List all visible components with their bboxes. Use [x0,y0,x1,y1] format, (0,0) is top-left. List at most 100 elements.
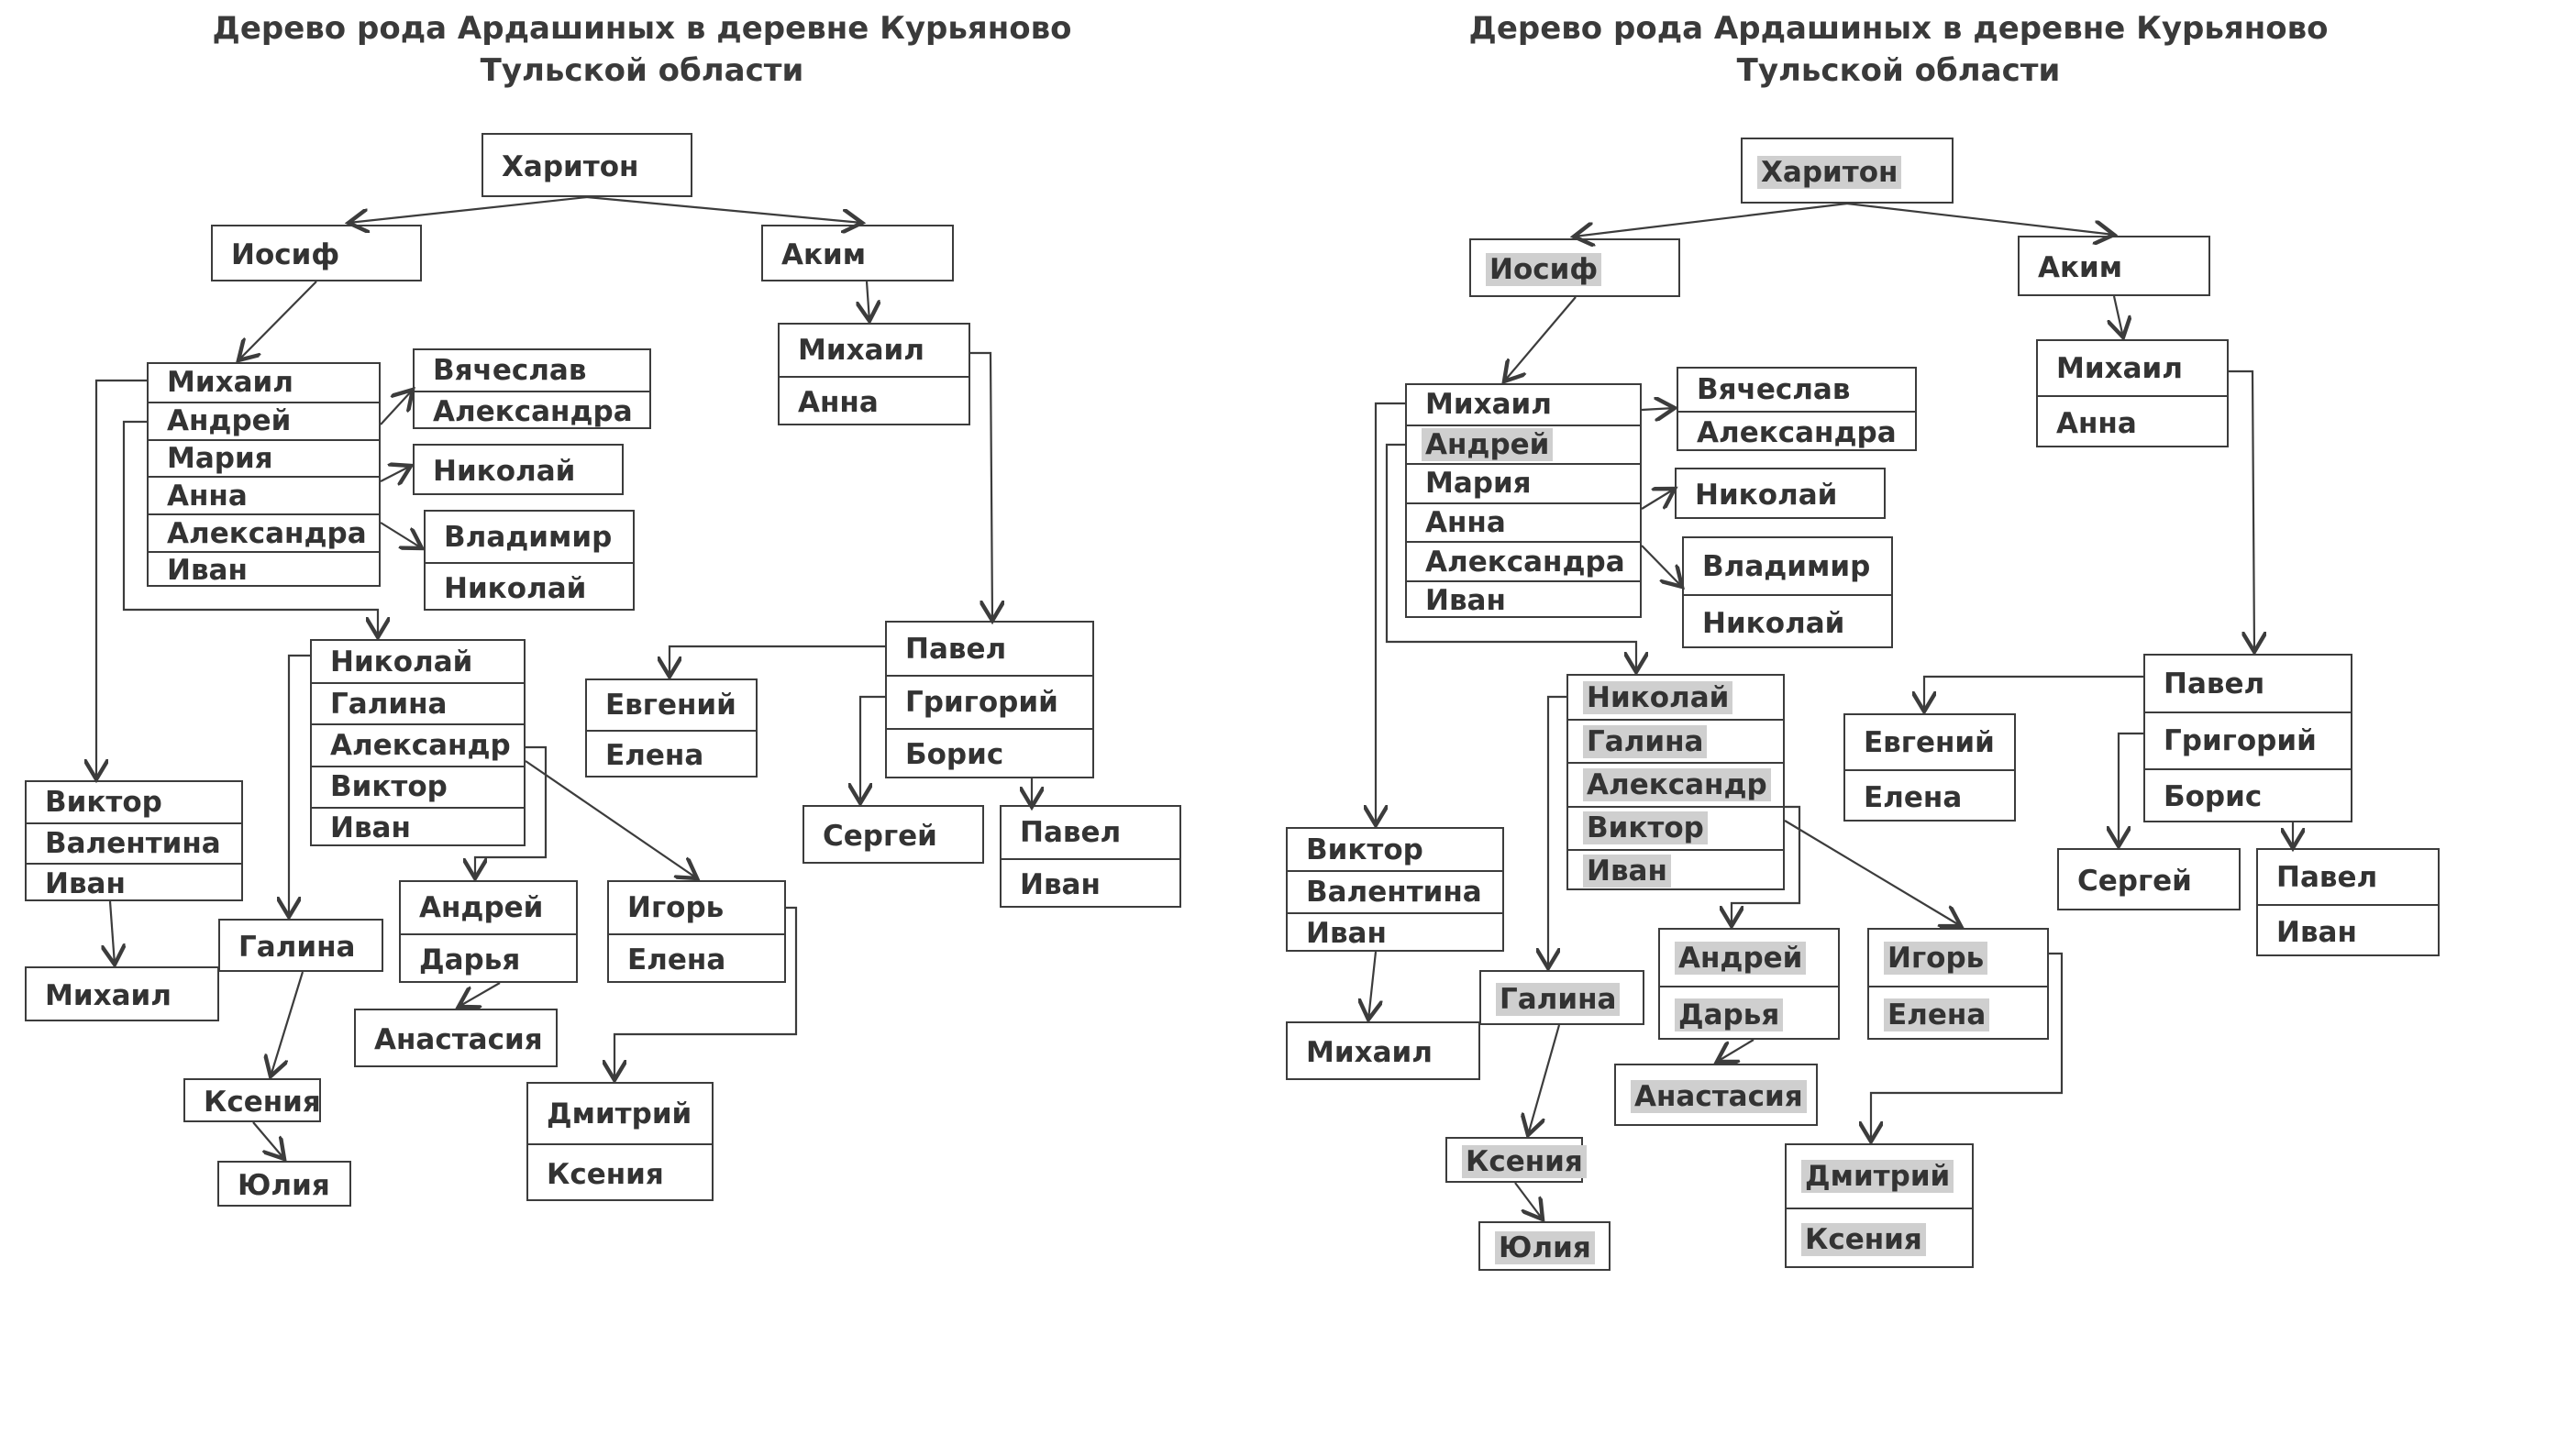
person-row: Павел [2258,850,2438,904]
person-name: Виктор [45,786,162,819]
person-row: Вячеслав [415,350,649,391]
connector-arrow [1717,1039,1754,1062]
person-row: Владимир [1684,538,1891,594]
person-name: Елена [627,943,726,976]
person-name: Ксения [547,1157,664,1191]
person-row: Иван [312,806,524,848]
person-name: Андрей [1675,941,1807,975]
person-row: Анна [2038,395,2227,449]
person-name: Григорий [2164,723,2317,757]
connector-arrow [614,906,798,1080]
left-box-iosif: Иосиф [211,225,422,281]
person-name: Иван [2276,915,2357,949]
connector-arrow [2119,732,2143,846]
connector-arrow [349,195,588,223]
person-row: Галина [1568,719,1783,762]
person-name: Андрей [419,891,544,924]
connector-arrow [525,760,697,878]
connector-arrow [252,1121,284,1159]
person-name: Дмитрий [1801,1160,1954,1193]
person-row: Михаил [780,325,969,376]
person-row: Иван [149,551,379,589]
person-name: Вячеслав [433,354,587,387]
person-name: Валентина [45,827,221,860]
person-row: Юлия [1480,1223,1609,1273]
person-row: Михаил [1407,385,1640,425]
person-row: Ксения [1447,1139,1587,1185]
person-name: Михаил [1425,388,1552,422]
person-row: Григорий [2145,711,2351,767]
person-name: Галина [330,687,448,721]
person-row: Николай [426,562,633,612]
connector-arrow [2229,370,2254,652]
person-name: Евгений [1864,725,1995,759]
left-box-kseniya: Ксения [183,1078,321,1122]
person-name: Александра [1697,416,1897,449]
person-name: Мария [167,441,273,475]
person-name: Владимир [1702,549,1871,583]
connector-arrow [380,522,422,548]
person-row: Александр [312,723,524,765]
right-box-nikolay-single: Николай [1675,468,1886,519]
person-name: Галина [238,931,356,964]
person-name: Александра [167,516,367,550]
tree-title-right-line2: Тульской области [1736,52,2061,89]
person-row: Виктор [312,765,524,807]
right-box-iosif: Иосиф [1469,238,1680,297]
connector-arrow [1641,489,1675,510]
person-name: Михаил [798,334,924,367]
person-row: Григорий [887,675,1092,727]
person-name: Анастасия [1631,1080,1807,1113]
person-name: Михаил [45,979,172,1012]
person-row: Вячеслав [1678,369,1915,411]
person-row: Сергей [2059,850,2239,912]
person-name: Дарья [1675,998,1784,1031]
person-name: Аким [781,238,867,271]
connector-arrow [670,645,885,677]
person-row: Анна [149,476,379,513]
person-name: Борис [2164,780,2263,814]
connector-arrow [1368,951,1376,1020]
connector-arrow [1574,202,1848,237]
person-row: Валентина [1288,870,1502,911]
person-name: Анастасия [374,1023,543,1056]
person-row: Николай [312,641,524,682]
person-name: Сергей [2077,865,2192,898]
person-row: Галина [220,921,382,974]
left-box-anastasia: Анастасия [354,1009,558,1067]
person-name: Владимир [444,520,613,554]
right-box-galina: Галина [1479,970,1644,1025]
person-name: Михаил [167,366,293,400]
person-row: Галина [312,682,524,723]
person-row: Ксения [1787,1208,1972,1270]
connector-arrow [1548,695,1566,968]
person-row: Борис [2145,767,2351,824]
person-name: Андрей [167,404,292,438]
person-name: Николай [433,455,576,488]
person-row: Павел [887,623,1092,675]
connector-arrow [867,281,869,321]
connector-arrow [238,281,317,360]
person-name: Вячеслав [1697,373,1851,406]
person-name: Иосиф [1486,253,1602,286]
person-row: Елена [1845,769,2014,823]
person-name: Елена [605,739,704,772]
person-name: Иван [1425,584,1506,618]
connector-arrow [1504,296,1577,381]
person-name: Александра [1425,545,1625,579]
person-row: Иван [1002,858,1179,910]
person-row: Владимир [426,512,633,562]
